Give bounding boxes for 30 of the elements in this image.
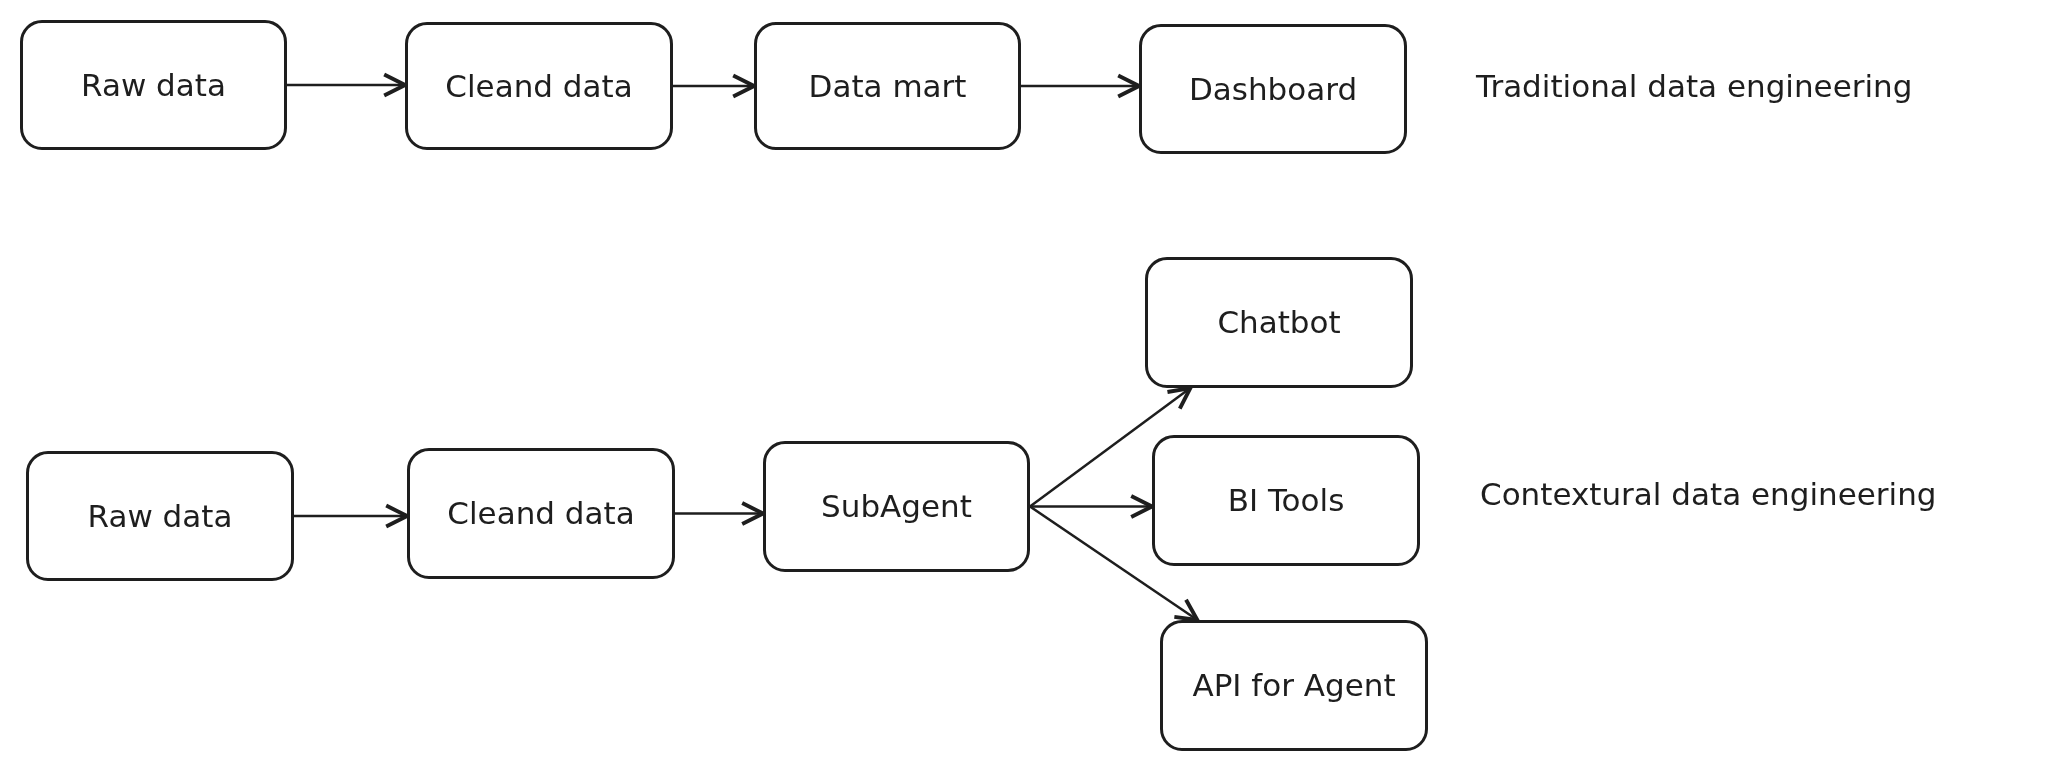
process-box	[1139, 24, 1407, 154]
node-label: API for Agent	[1191, 666, 1397, 705]
node-label: Cleand data	[444, 66, 634, 106]
node-label: Raw data	[80, 65, 227, 105]
arrow	[294, 503, 409, 529]
process-box	[1160, 620, 1428, 751]
process-box	[763, 441, 1030, 572]
node-label: SubAgent	[820, 487, 973, 526]
process-box	[1152, 435, 1420, 566]
process-box	[1145, 257, 1413, 388]
arrow	[287, 72, 407, 98]
node-label: Dashboard	[1187, 69, 1359, 109]
process-box	[405, 22, 673, 150]
process-box	[754, 22, 1021, 150]
arrow	[1029, 505, 1200, 622]
arrow	[1030, 494, 1154, 519]
row-label: Contextural data engineering	[1480, 476, 1937, 512]
arrow	[1029, 386, 1193, 508]
node-label: Cleand data	[446, 494, 636, 533]
row-label: Traditional data engineering	[1476, 68, 1913, 104]
process-box	[26, 451, 294, 581]
node-label: Data mart	[807, 66, 968, 106]
node-label: BI Tools	[1226, 481, 1346, 520]
arrow	[673, 73, 756, 99]
arrow	[675, 501, 765, 526]
process-box	[407, 448, 675, 579]
process-box	[20, 20, 287, 150]
node-label: Chatbot	[1216, 303, 1342, 342]
arrow	[1021, 73, 1141, 99]
node-label: Raw data	[86, 496, 234, 536]
